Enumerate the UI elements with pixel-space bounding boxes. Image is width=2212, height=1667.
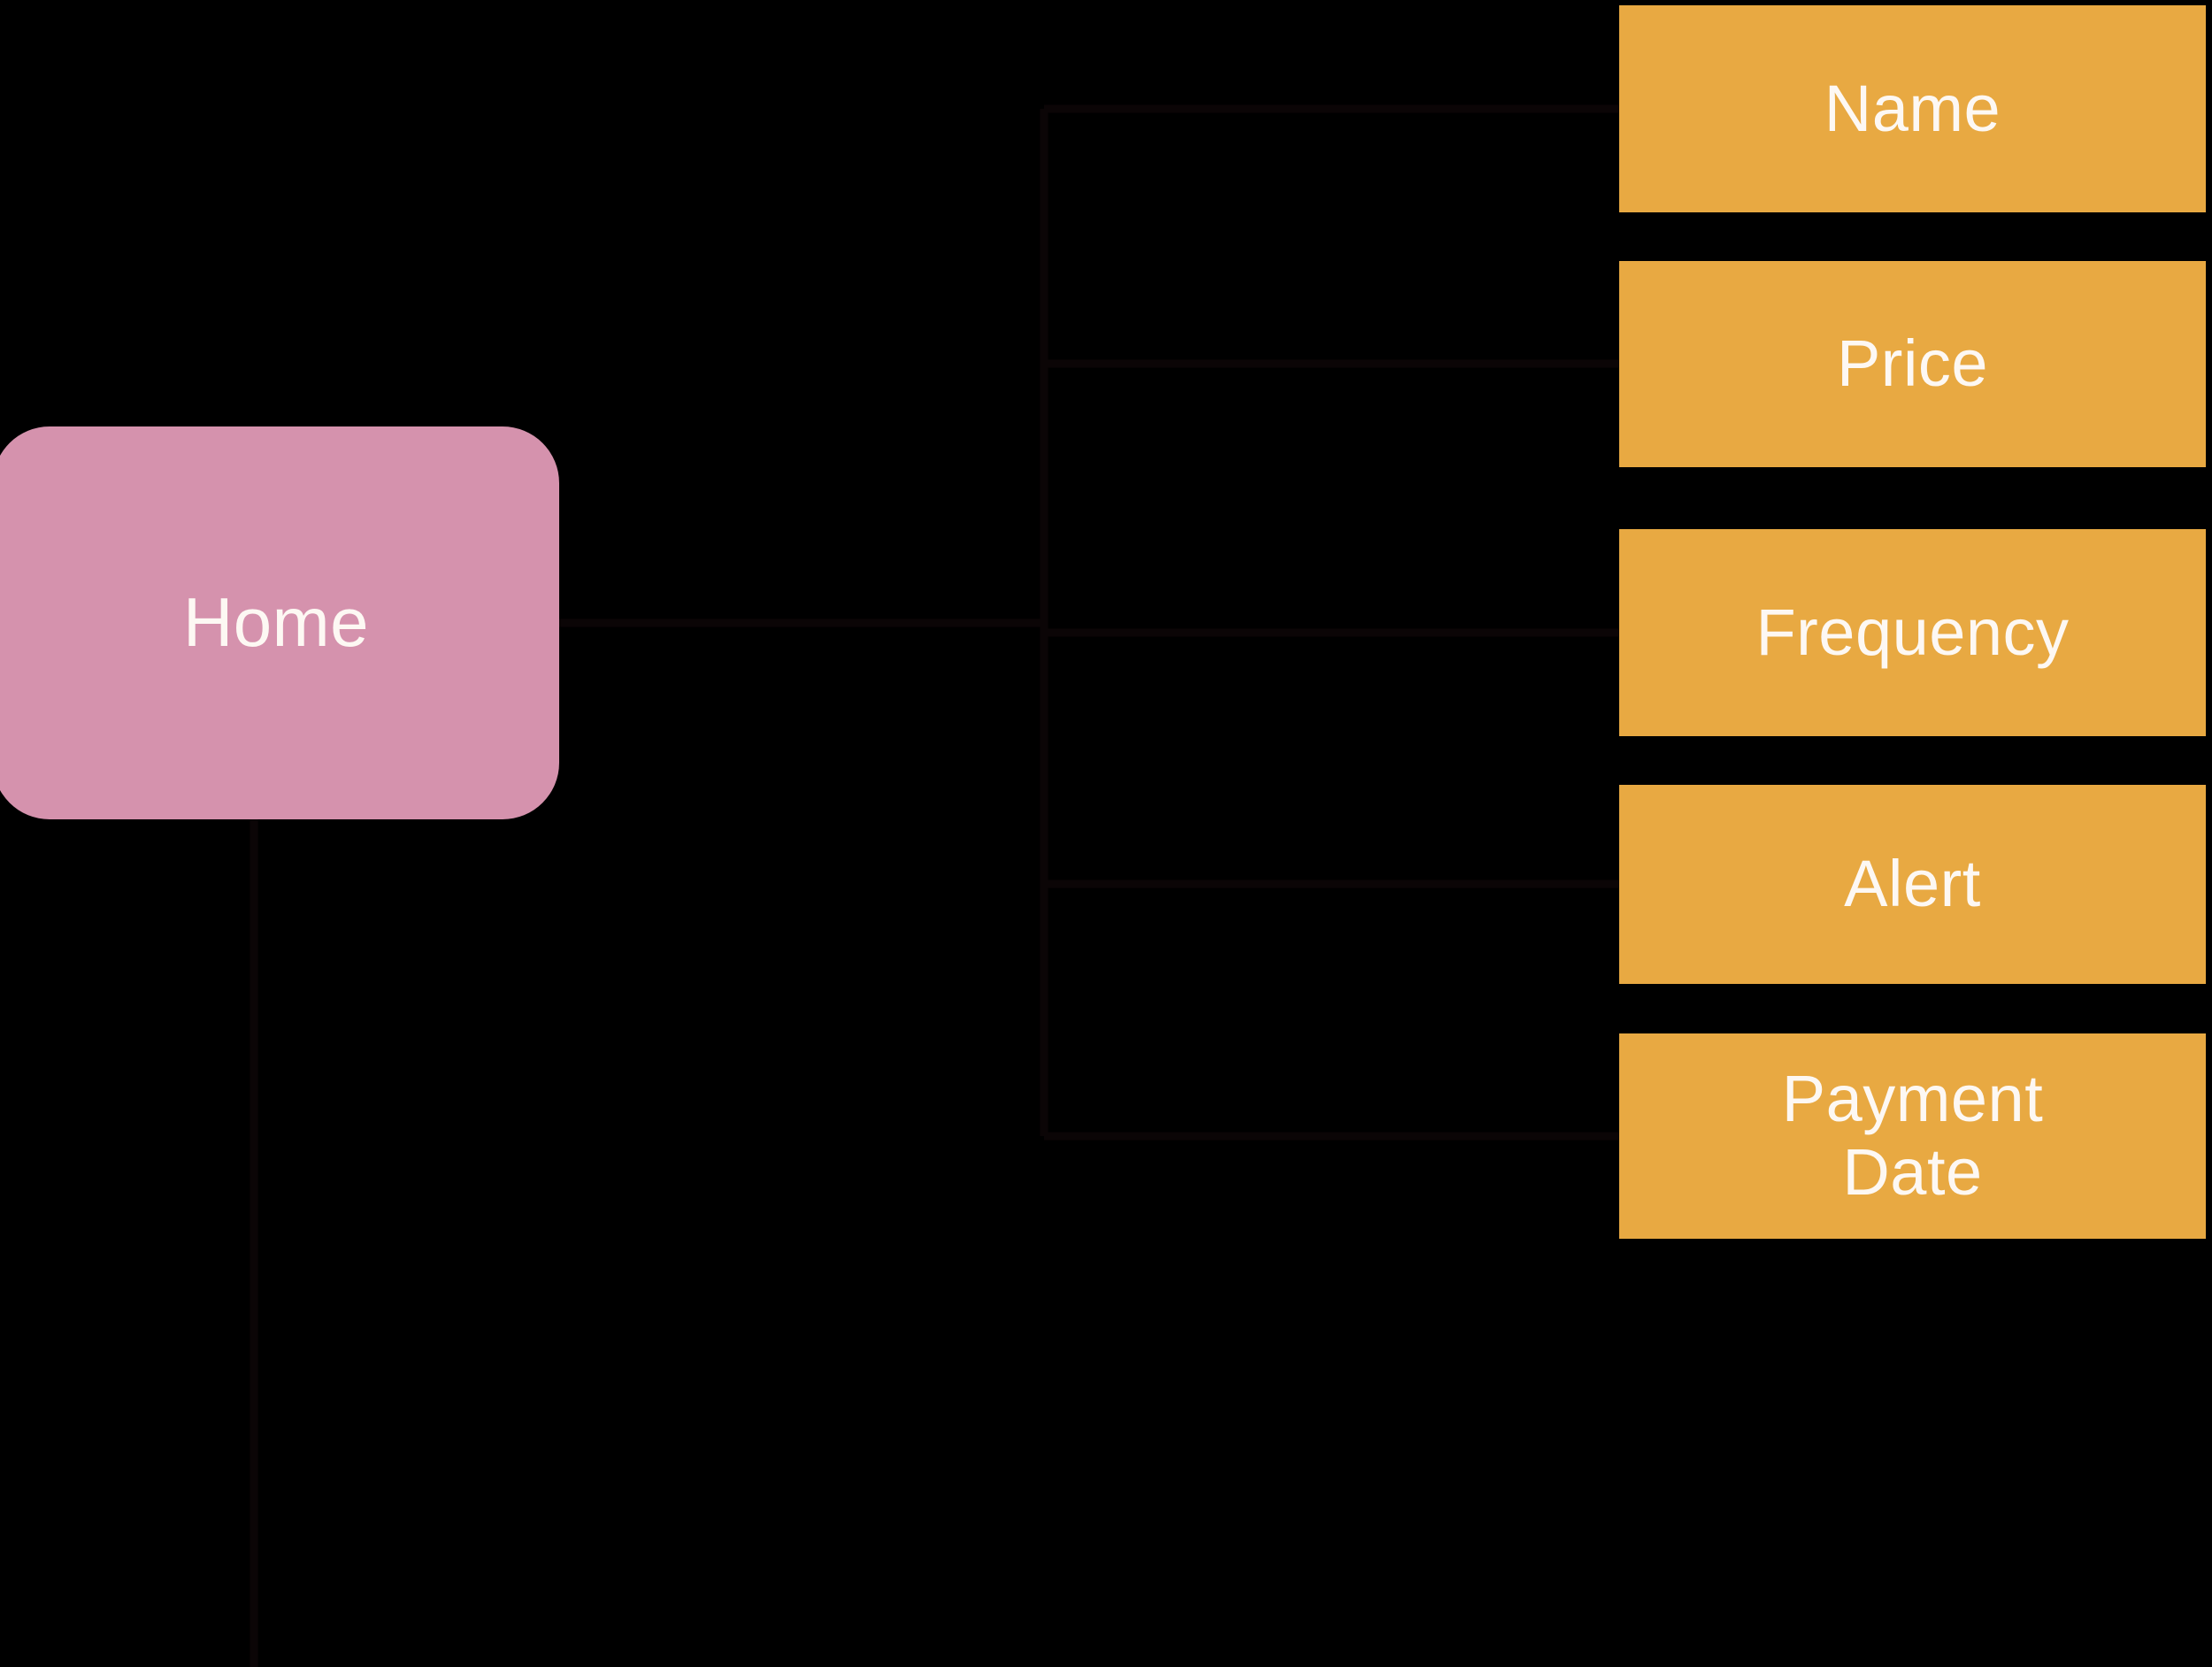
node-frequency-label: Frequency bbox=[1755, 595, 2070, 669]
node-payment-date-label: Payment Date bbox=[1781, 1062, 2044, 1209]
node-payment-date[interactable]: Payment Date bbox=[1619, 1033, 2206, 1239]
node-price-label: Price bbox=[1836, 326, 1989, 401]
node-price[interactable]: Price bbox=[1619, 261, 2206, 467]
node-home-label: Home bbox=[182, 583, 370, 662]
node-name-label: Name bbox=[1824, 71, 2001, 145]
node-alert[interactable]: Alert bbox=[1619, 785, 2206, 984]
node-frequency[interactable]: Frequency bbox=[1619, 529, 2206, 736]
node-alert-label: Alert bbox=[1844, 847, 1981, 921]
node-home[interactable]: Home bbox=[0, 426, 559, 819]
node-name[interactable]: Name bbox=[1619, 5, 2206, 212]
